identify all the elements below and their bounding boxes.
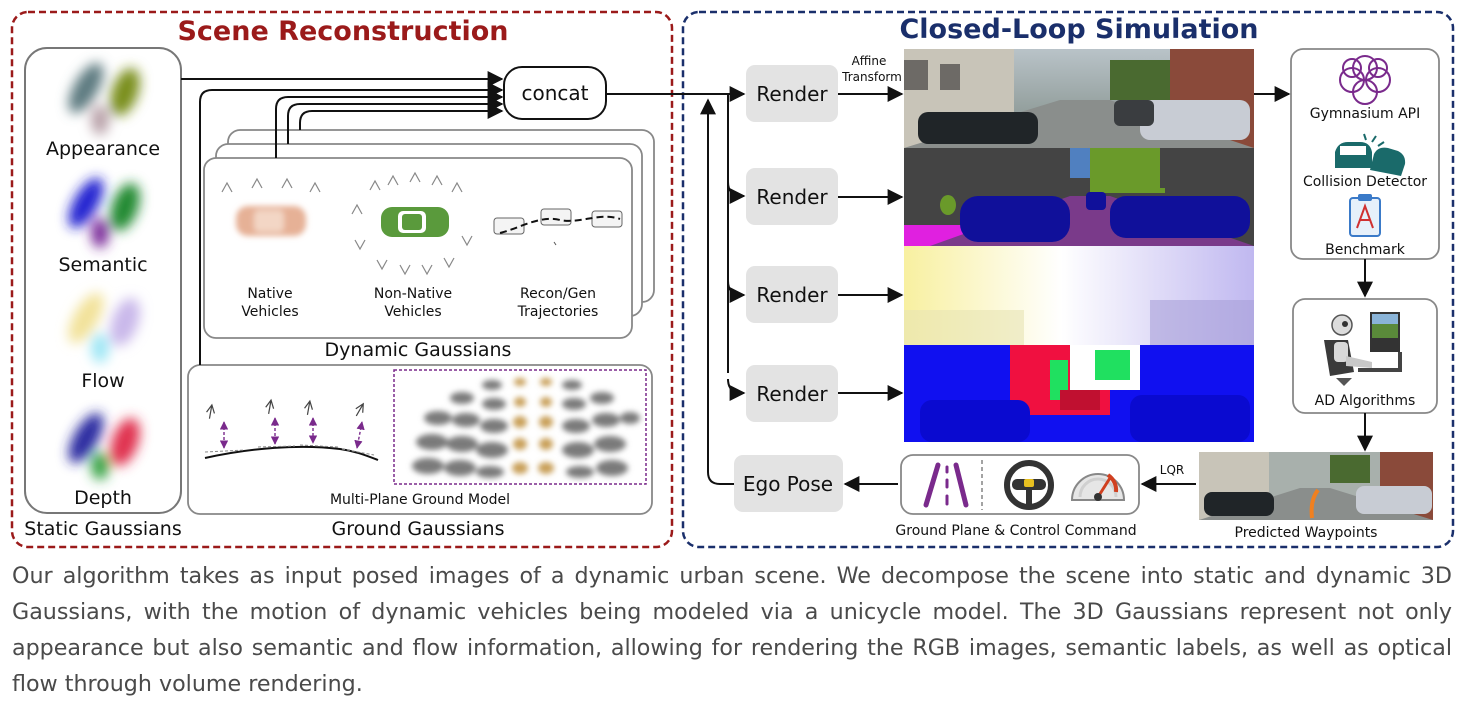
native-vehicle-icon: [221, 177, 321, 236]
render-box-2: Render: [746, 168, 838, 225]
multi-plane-ground-label: Multi-Plane Ground Model: [330, 492, 510, 508]
trajectory-icon: [493, 208, 623, 246]
speedometer-icon: [1070, 473, 1126, 501]
arrow-dynamic-a-to-concat: [275, 89, 504, 158]
waypoints-label: Predicted Waypoints: [1235, 525, 1378, 541]
ad-algorithms-label: AD Algorithms: [1315, 393, 1416, 409]
render-label-3: Render: [756, 283, 828, 307]
arrow-dynamic-b-to-concat: [287, 96, 504, 144]
figure-caption: Our algorithm takes as input posed image…: [12, 563, 1452, 697]
static-attr-depth: Depth: [74, 487, 132, 509]
semantic-render-image: [904, 148, 1254, 246]
dynamic-item-traj-line2: Trajectories: [517, 304, 599, 320]
render-box-4: Render: [746, 365, 838, 422]
pipeline-figure: Scene Reconstruction Appearance Semantic…: [10, 10, 1455, 549]
render-box-3: Render: [746, 266, 838, 323]
arrow-dynamic-c-to-concat: [299, 103, 504, 130]
arrow-bus-to-render-2: [727, 181, 746, 204]
predicted-waypoints-image: [1199, 452, 1433, 520]
static-attr-semantic: Semantic: [58, 254, 147, 276]
depth-render-image: [904, 246, 1254, 345]
benchmark-icon: [1349, 194, 1381, 237]
static-gaussians-label: Static Gaussians: [24, 518, 181, 540]
dynamic-gaussians-box: [203, 157, 633, 339]
ground-gaussians-label: Ground Gaussians: [332, 518, 505, 540]
dynamic-gaussians-label: Dynamic Gaussians: [325, 339, 512, 361]
appearance-gaussian-icon: [68, 63, 140, 135]
ground-plane-lanes-icon: [923, 462, 969, 508]
collision-detector-icon: [1335, 133, 1406, 176]
static-gaussians-box: [24, 47, 182, 514]
gymnasium-api-icon: [1339, 55, 1391, 105]
tool-gymnasium-api: Gymnasium API: [1310, 106, 1421, 122]
flow-gaussian-icon: [68, 293, 140, 363]
affine-label-line1: Affine: [852, 54, 887, 68]
render-label-2: Render: [756, 185, 828, 209]
depth-gaussian-icon: [68, 413, 140, 480]
lqr-label: LQR: [1160, 463, 1184, 477]
dynamic-item-native-line1: Native: [247, 286, 292, 302]
static-attr-flow: Flow: [81, 370, 124, 392]
robot-driver-icon: [1324, 312, 1402, 386]
ego-pose-label: Ego Pose: [743, 472, 833, 496]
concat-label: concat: [521, 81, 588, 105]
closed-loop-title: Closed-Loop Simulation: [899, 14, 1258, 45]
scene-reconstruction-title: Scene Reconstruction: [177, 16, 508, 47]
control-command-label: Ground Plane & Control Command: [895, 523, 1136, 539]
semantic-gaussian-icon: [68, 178, 140, 248]
affine-label-line2: Transform: [841, 70, 902, 84]
render-box-1: Render: [746, 65, 838, 122]
dynamic-item-traj-line1: Recon/Gen: [520, 286, 596, 302]
rgb-render-image: [904, 49, 1254, 148]
dynamic-item-nonnative-line1: Non-Native: [374, 286, 452, 302]
flow-render-image: [904, 345, 1254, 442]
arrow-bus-to-render-3: [727, 280, 746, 303]
arrow-egopose-to-bus: [700, 98, 734, 485]
render-label-1: Render: [756, 82, 828, 106]
tool-benchmark: Benchmark: [1325, 242, 1406, 258]
tool-collision-detector: Collision Detector: [1303, 174, 1427, 190]
ground-gaussian-grid-icon: [412, 378, 640, 478]
static-attr-appearance: Appearance: [46, 138, 160, 160]
arrow-ground-to-concat: [199, 82, 504, 365]
dynamic-item-nonnative-line2: Vehicles: [384, 304, 441, 320]
render-label-4: Render: [756, 382, 828, 406]
ground-plane-curve-icon: [204, 398, 379, 461]
ego-pose-box: [734, 455, 843, 512]
arrow-bus-to-render-4: [727, 378, 746, 401]
non-native-vehicle-icon: [351, 171, 473, 276]
scene-reconstruction-panel: [10, 10, 674, 549]
steering-wheel-icon: [1004, 460, 1054, 510]
dynamic-item-native-line2: Vehicles: [241, 304, 298, 320]
closed-loop-panel: [681, 10, 1455, 549]
